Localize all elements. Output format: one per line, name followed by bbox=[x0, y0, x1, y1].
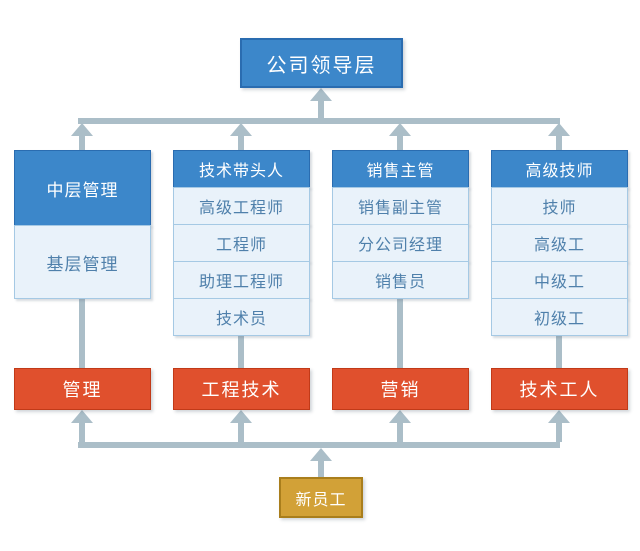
category-box-skilled-worker: 技术工人 bbox=[491, 368, 628, 410]
stem-col3-mid bbox=[397, 297, 403, 368]
column-engineering-header: 技术带头人 bbox=[173, 150, 310, 188]
arrowhead-col1-up bbox=[71, 123, 93, 136]
top-connector-line bbox=[78, 118, 560, 124]
column-management: 中层管理 基层管理 bbox=[14, 150, 151, 299]
column-sales: 销售主管 销售副主管 分公司经理 销售员 bbox=[332, 150, 469, 299]
category-box-engineering: 工程技术 bbox=[173, 368, 310, 410]
arrowhead-cat1-up bbox=[71, 410, 93, 423]
arrowhead-col3-up bbox=[389, 123, 411, 136]
level-cell: 高级工程师 bbox=[173, 187, 310, 225]
column-technician: 高级技师 技师 高级工 中级工 初级工 bbox=[491, 150, 628, 336]
stem-cat4-bottom bbox=[556, 422, 562, 442]
level-cell: 基层管理 bbox=[14, 225, 151, 299]
arrowhead-col4-up bbox=[548, 123, 570, 136]
stem-entry bbox=[318, 460, 324, 477]
level-cell: 助理工程师 bbox=[173, 261, 310, 299]
stem-col4-mid bbox=[556, 334, 562, 368]
stem-leadership bbox=[318, 100, 324, 118]
stem-col3-top bbox=[397, 135, 403, 150]
level-cell: 工程师 bbox=[173, 224, 310, 262]
level-cell: 分公司经理 bbox=[332, 224, 469, 262]
level-cell: 技师 bbox=[491, 187, 628, 225]
arrowhead-cat3-up bbox=[389, 410, 411, 423]
new-employee-label: 新员工 bbox=[295, 491, 347, 509]
bottom-connector-line bbox=[78, 442, 560, 448]
arrowhead-col2-up bbox=[230, 123, 252, 136]
level-cell: 销售员 bbox=[332, 261, 469, 299]
level-cell: 技术员 bbox=[173, 298, 310, 336]
stem-cat1-bottom bbox=[79, 422, 85, 442]
leadership-box: 公司领导层 bbox=[240, 38, 403, 88]
stem-cat3-bottom bbox=[397, 422, 403, 442]
category-box-marketing: 营销 bbox=[332, 368, 469, 410]
arrowhead-cat4-up bbox=[548, 410, 570, 423]
column-engineering: 技术带头人 高级工程师 工程师 助理工程师 技术员 bbox=[173, 150, 310, 336]
level-cell: 销售副主管 bbox=[332, 187, 469, 225]
arrowhead-to-leadership bbox=[310, 88, 332, 101]
category-box-management: 管理 bbox=[14, 368, 151, 410]
level-cell: 中级工 bbox=[491, 261, 628, 299]
arrowhead-entry-up bbox=[310, 448, 332, 461]
level-cell: 初级工 bbox=[491, 298, 628, 336]
stem-cat2-bottom bbox=[238, 422, 244, 442]
stem-col2-top bbox=[238, 135, 244, 150]
new-employee-box: 新员工 bbox=[279, 477, 363, 518]
stem-col2-mid bbox=[238, 334, 244, 368]
column-sales-header: 销售主管 bbox=[332, 150, 469, 188]
level-cell: 高级工 bbox=[491, 224, 628, 262]
stem-col4-top bbox=[556, 135, 562, 150]
column-technician-header: 高级技师 bbox=[491, 150, 628, 188]
arrowhead-cat2-up bbox=[230, 410, 252, 423]
column-management-header: 中层管理 bbox=[14, 150, 151, 226]
stem-col1-top bbox=[79, 135, 85, 150]
stem-col1-mid bbox=[79, 297, 85, 368]
leadership-label: 公司领导层 bbox=[266, 54, 377, 77]
